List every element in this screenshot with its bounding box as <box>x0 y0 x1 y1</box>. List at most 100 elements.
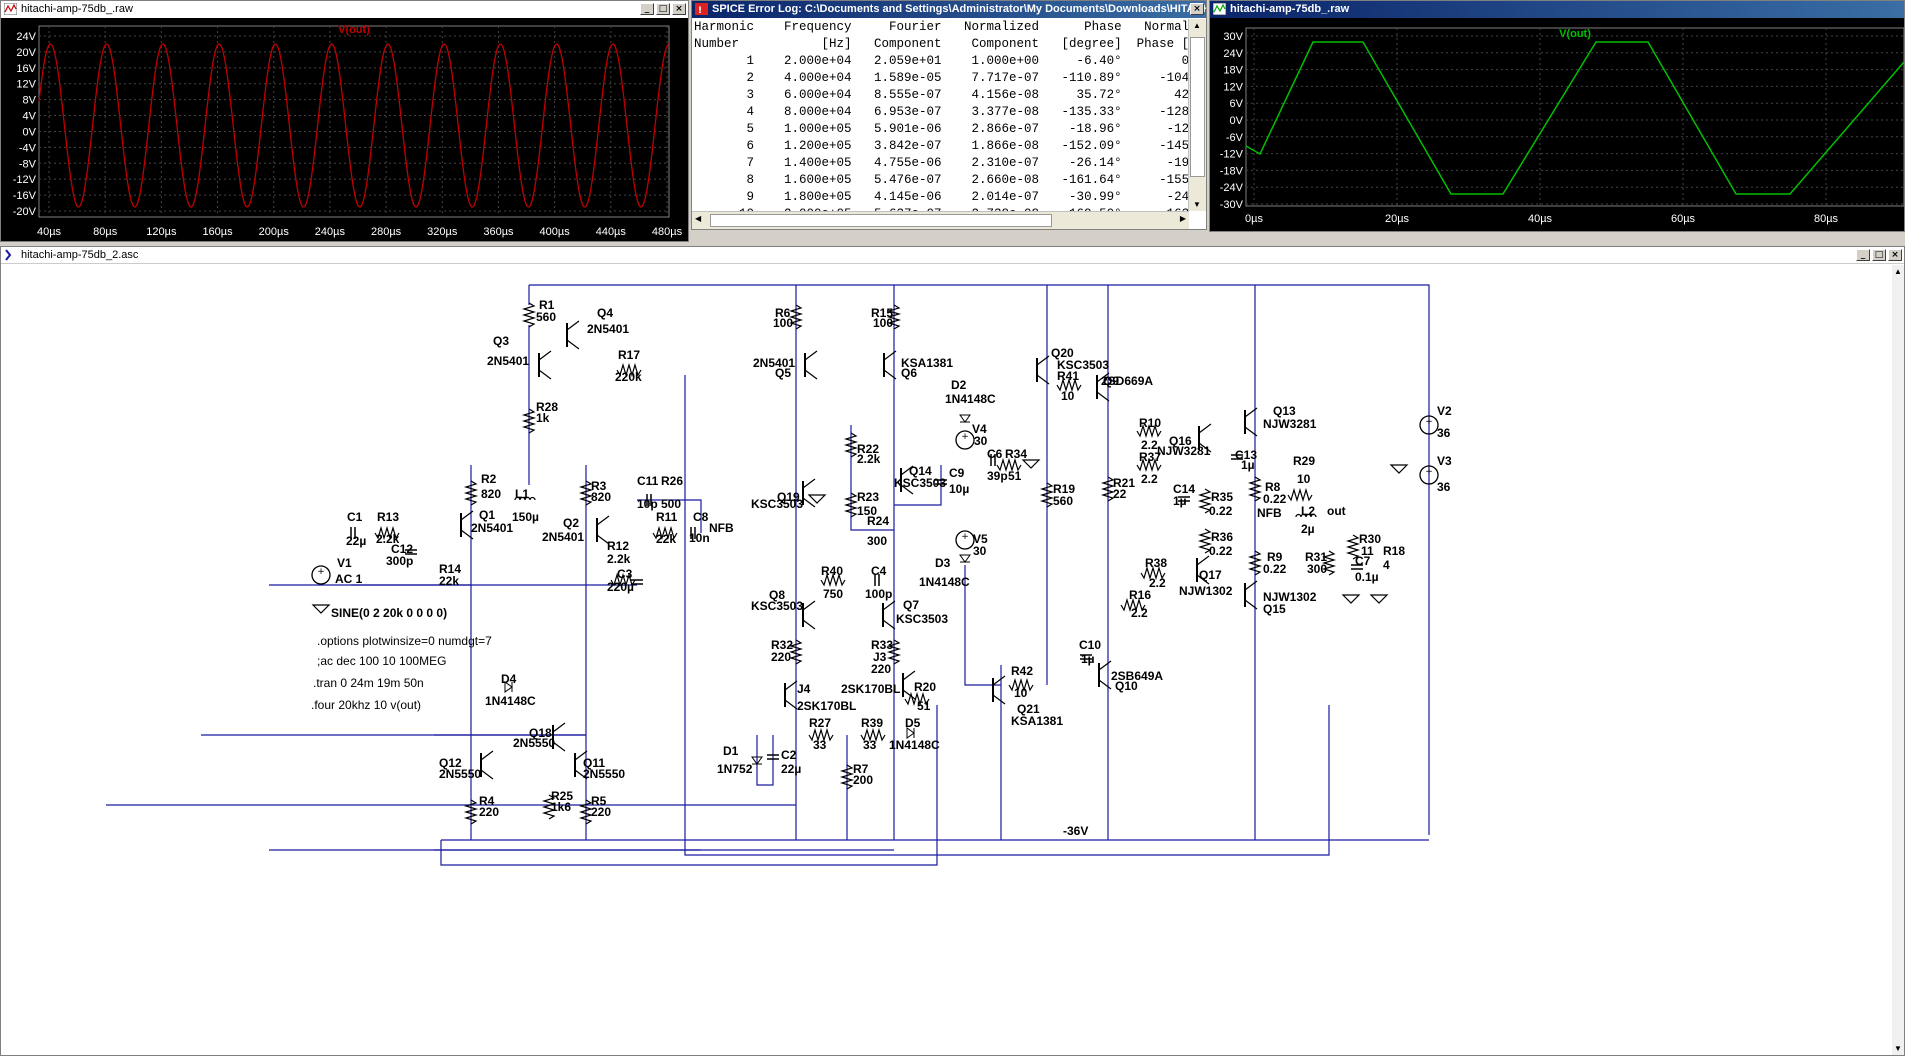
transistor-symbol <box>566 320 580 331</box>
close-button[interactable]: × <box>1888 249 1902 261</box>
component-label: out <box>1327 504 1346 518</box>
component-label: R1 <box>539 298 555 312</box>
resistor-symbol <box>1321 550 1337 576</box>
transistor-symbol <box>1244 407 1258 418</box>
component-label: Q15 <box>1263 602 1286 616</box>
y-tick-label: 20V <box>16 47 36 59</box>
x-tick-label: 200µs <box>259 226 290 238</box>
schematic-titlebar[interactable]: hitachi-amp-75db_2.asc _ □ × <box>1 247 1904 264</box>
component-label: R37 <box>1139 450 1161 464</box>
component-label: 150 <box>857 504 877 518</box>
resistor-symbol <box>904 691 930 707</box>
component-label: 2µ <box>1301 522 1315 536</box>
log-vertical-scrollbar[interactable]: ▲ ▼ <box>1188 19 1206 211</box>
y-tick-label: 12V <box>1223 81 1243 93</box>
x-tick-label: 280µs <box>371 226 402 238</box>
scroll-up-arrow-icon[interactable]: ▲ <box>1193 21 1201 30</box>
component-label: 560 <box>1053 494 1073 508</box>
component-label: 2N5401 <box>587 322 629 336</box>
component-label: ;ac dec 100 10 100MEG <box>317 654 446 668</box>
voltage-source-symbol <box>311 565 331 585</box>
component-label: 300 <box>1307 562 1327 576</box>
transistor-symbol <box>1036 355 1050 366</box>
schematic-title: hitachi-amp-75db_2.asc <box>21 249 139 261</box>
component-label: 150µ <box>512 510 539 524</box>
component-label: R32 <box>771 638 793 652</box>
scroll-down-arrow-icon[interactable]: ▼ <box>1894 1044 1902 1053</box>
component-label: Q2 <box>563 516 579 530</box>
restore-button[interactable]: □ <box>656 3 670 15</box>
wire <box>894 465 942 506</box>
component-label: 2N5401 <box>542 530 584 544</box>
component-label: 220 <box>479 805 499 819</box>
log-horizontal-scrollbar[interactable]: ◀ ▶ <box>692 211 1189 229</box>
minimize-button[interactable]: _ <box>1856 249 1870 261</box>
transistor-symbol <box>883 350 897 361</box>
diode-symbol <box>751 756 763 765</box>
voltage-source-symbol: + <box>317 567 325 577</box>
scroll-left-arrow-icon[interactable]: ◀ <box>695 214 702 223</box>
close-button[interactable]: × <box>672 3 686 15</box>
component-label: Q8 <box>769 588 785 602</box>
waveform-window-2-titlebar[interactable]: hitachi-amp-75db_.raw <box>1210 1 1904 18</box>
spice-error-log-title: SPICE Error Log: C:\Documents and Settin… <box>712 3 1206 15</box>
component-label: D4 <box>501 672 517 686</box>
fourier-header-row: Number [Hz] Component Component [degree]… <box>694 37 1188 51</box>
component-label: R16 <box>1129 588 1151 602</box>
resistor-symbol <box>808 727 834 743</box>
component-label: R40 <box>821 564 843 578</box>
component-label: 10 <box>1297 472 1311 486</box>
x-tick-label: 400µs <box>540 226 571 238</box>
component-label: R18 <box>1383 544 1405 558</box>
schematic-vertical-scrollbar[interactable]: ▲ ▼ <box>1892 265 1904 1055</box>
transistor-symbol <box>804 369 818 380</box>
x-tick-label: 360µs <box>483 226 514 238</box>
component-label: 10 <box>1061 389 1075 403</box>
close-button[interactable]: × <box>1190 3 1204 15</box>
x-tick-label: 440µs <box>596 226 627 238</box>
component-label: 2.2k <box>857 452 881 466</box>
component-label: R29 <box>1293 454 1315 468</box>
transistor-symbol <box>596 534 610 545</box>
wire <box>684 375 1330 856</box>
scroll-thumb[interactable] <box>1190 37 1205 177</box>
transistor-symbol <box>574 750 588 761</box>
component-label: 500 <box>661 497 681 511</box>
component-label: C8 <box>693 510 709 524</box>
spice-error-log-titlebar[interactable]: ! SPICE Error Log: C:\Documents and Sett… <box>692 1 1206 18</box>
inductor-symbol <box>1310 513 1317 518</box>
component-label: 200 <box>853 773 873 787</box>
spice-error-log-window[interactable]: ! SPICE Error Log: C:\Documents and Sett… <box>691 0 1207 230</box>
component-label: Q1 <box>479 508 495 522</box>
component-label: KSA1381 <box>901 356 953 370</box>
component-label: R23 <box>857 490 879 504</box>
component-label: L1 <box>515 487 529 501</box>
scroll-down-arrow-icon[interactable]: ▼ <box>1193 200 1201 209</box>
component-label: 22 <box>1113 487 1127 501</box>
resistor-symbol <box>1287 487 1313 503</box>
scroll-hthumb[interactable] <box>710 214 1052 227</box>
transistor-symbol <box>784 699 798 710</box>
waveform-window-1-title: hitachi-amp-75db_.raw <box>21 3 133 15</box>
component-label: .options plotwinsize=0 numdgt=7 <box>317 634 492 648</box>
plot-frame <box>38 25 670 218</box>
scroll-up-arrow-icon[interactable]: ▲ <box>1894 267 1902 276</box>
resistor-symbol <box>463 480 479 506</box>
minimize-button[interactable]: _ <box>640 3 654 15</box>
fourier-row: 10 2.000e+05 5.637e-07 2.738e-08 -169.50… <box>694 206 1188 211</box>
transistor-symbol <box>883 369 897 380</box>
waveform-plot-1-canvas[interactable]: 24V20V16V12V8V4V0V-4V-8V-12V-16V-20V40µs… <box>1 18 688 241</box>
waveform-window-1-titlebar[interactable]: hitachi-amp-75db_.raw _ □ × <box>1 1 688 18</box>
restore-button[interactable]: □ <box>1872 249 1886 261</box>
resistor-symbol <box>1100 476 1116 502</box>
component-label: Q12 <box>439 756 462 770</box>
component-label: C4 <box>871 564 887 578</box>
scroll-right-arrow-icon[interactable]: ▶ <box>1179 214 1186 223</box>
